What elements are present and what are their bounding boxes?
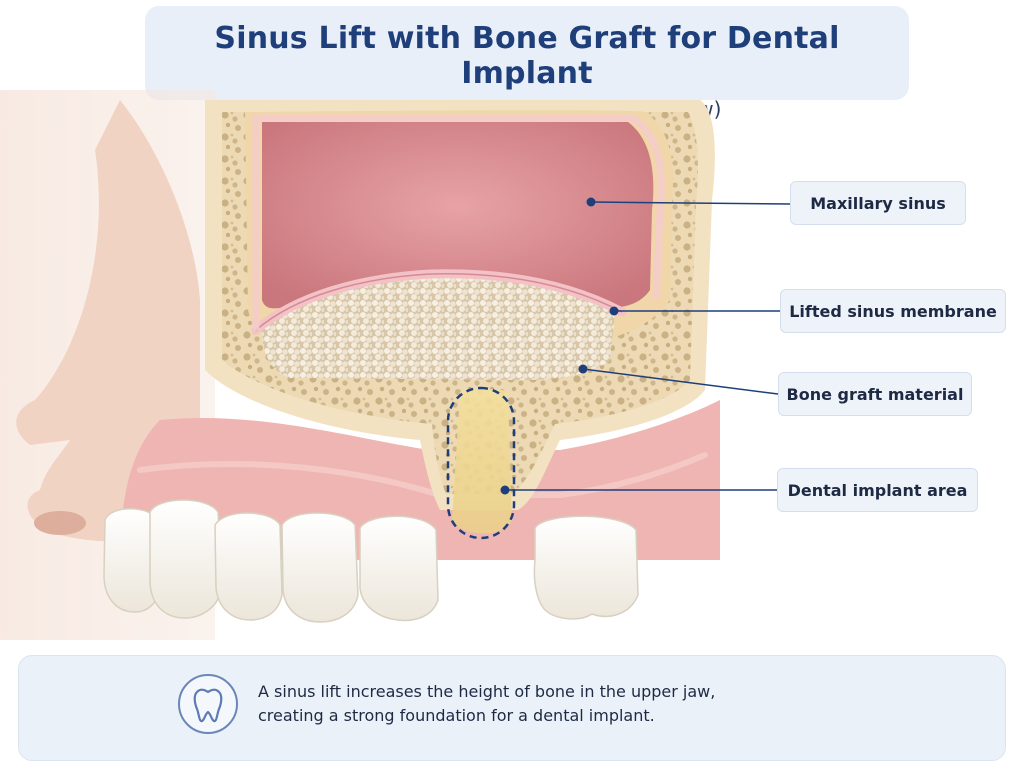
maxillary-sinus-cavity — [262, 122, 654, 309]
caption-text: A sinus lift increases the height of bon… — [258, 680, 858, 728]
tooth-icon-badge — [178, 674, 238, 734]
tooth-5 — [359, 515, 439, 622]
leader-dots — [500, 197, 619, 495]
implant-area-outline — [446, 386, 516, 540]
tooth-3 — [214, 512, 283, 621]
tooth-6 — [533, 515, 639, 620]
implant-site-fill — [452, 389, 512, 534]
label-maxillary-sinus: Maxillary sinus — [790, 181, 966, 225]
label-bone-graft-material: Bone graft material — [778, 372, 972, 416]
label-dental-implant-area: Dental implant area — [777, 468, 978, 512]
tooth-4 — [281, 512, 359, 623]
tooth-2 — [149, 499, 223, 619]
gum-highlight — [137, 452, 708, 498]
caption-line-2: creating a strong foundation for a denta… — [258, 706, 655, 725]
leader-lines — [505, 201, 791, 491]
caption-line-1: A sinus lift increases the height of bon… — [258, 682, 716, 701]
nostril — [34, 511, 86, 535]
tooth-icon — [193, 688, 223, 723]
upper-teeth — [103, 499, 639, 623]
membrane-edge — [255, 273, 623, 331]
jaw-cross-section-diagram — [0, 90, 791, 640]
page-title: Sinus Lift with Bone Graft for Dental Im… — [214, 21, 840, 91]
label-lifted-sinus-membrane: Lifted sinus membrane — [780, 289, 1006, 333]
bone-graft-region — [262, 277, 615, 380]
